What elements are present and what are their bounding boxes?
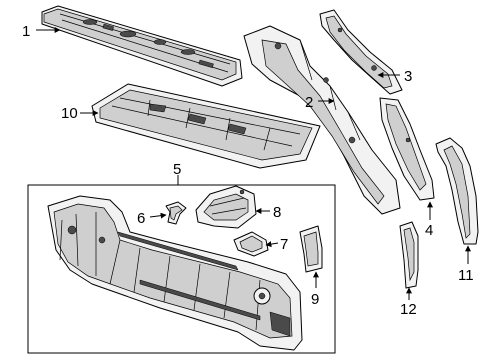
part-3-pillar-reinforcement[interactable] <box>319 9 403 95</box>
callout-3: 3 <box>404 68 412 85</box>
part-5-rear-floor-assembly[interactable] <box>47 195 303 351</box>
part-4-pillar-extension[interactable] <box>379 97 435 201</box>
callout-2: 2 <box>305 94 313 111</box>
leader-7 <box>265 241 279 248</box>
part-10-rear-shelf-panel[interactable] <box>91 83 321 169</box>
part-2-quarter-inner-panel[interactable] <box>243 25 401 215</box>
part-7-small-bracket[interactable] <box>233 231 269 257</box>
callout-10: 10 <box>61 105 78 122</box>
callout-11: 11 <box>458 267 474 284</box>
callout-8: 8 <box>273 204 281 221</box>
part-12-vertical-strip[interactable] <box>399 221 419 289</box>
callout-5: 5 <box>173 161 181 178</box>
callout-12: 12 <box>400 301 417 318</box>
leader-6 <box>149 212 167 219</box>
part-6-clip[interactable] <box>165 201 187 225</box>
callout-9: 9 <box>311 291 319 308</box>
callout-4: 4 <box>425 222 433 239</box>
part-5-group-frame <box>27 184 336 354</box>
callout-1: 1 <box>22 23 30 40</box>
callout-7: 7 <box>280 236 288 253</box>
part-1-upper-back-panel[interactable] <box>41 5 243 87</box>
callout-6: 6 <box>137 210 145 227</box>
part-8-bracket[interactable] <box>195 185 257 229</box>
part-9-plate[interactable] <box>299 225 323 273</box>
leader-lines <box>36 27 471 300</box>
callout-labels: 1 10 2 3 4 11 12 5 6 8 7 9 <box>22 23 474 318</box>
part-11-vertical-bracket[interactable] <box>435 137 479 245</box>
